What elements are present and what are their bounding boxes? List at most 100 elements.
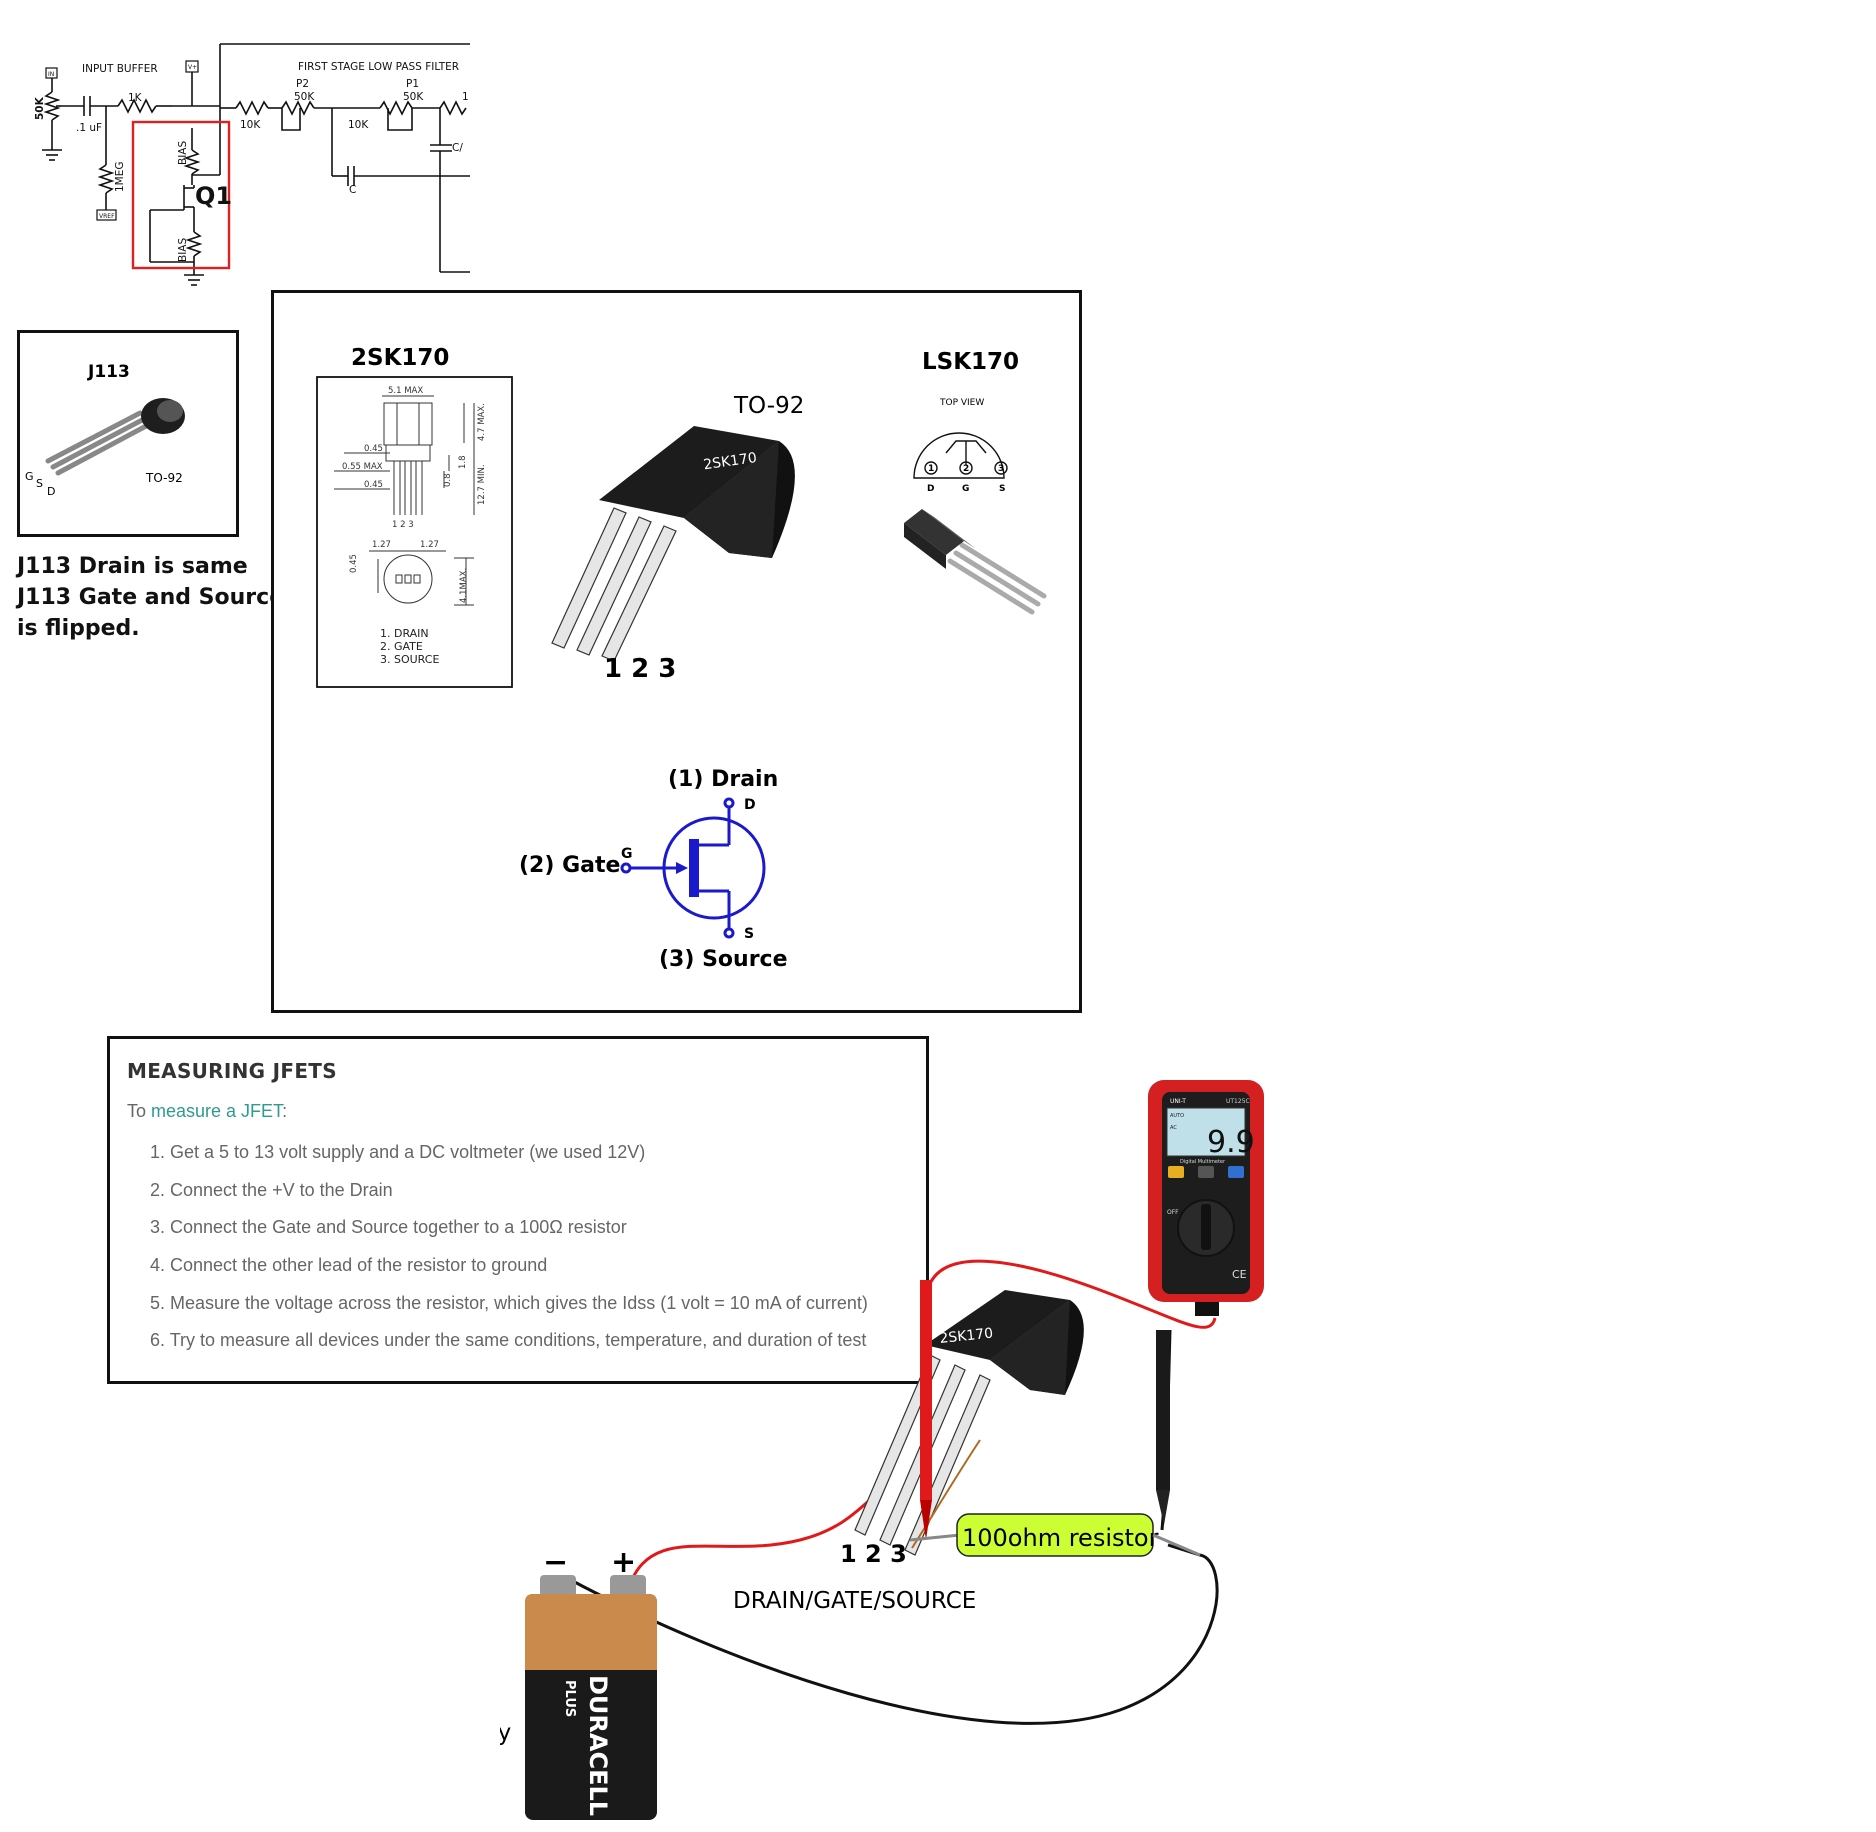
- measuring-step: 4. Connect the other lead of the resisto…: [150, 1255, 548, 1276]
- battery-icon: [525, 1575, 657, 1820]
- dim-47: 4.7 MAX.: [477, 403, 487, 441]
- schematic: IN V+ VREF INPUT BUFFER FIRST STAGE LOW …: [34, 43, 470, 286]
- setup-jfet-icon: [854, 1290, 1084, 1556]
- vplus-tag: V+: [188, 64, 197, 71]
- meter-auto: AUTO: [1170, 1113, 1184, 1119]
- meter-brand: UNI-T: [1170, 1098, 1186, 1105]
- j113-title: J113: [87, 362, 130, 382]
- r-1k-label: 1K: [128, 92, 143, 104]
- dim-045b: 0.45: [364, 480, 383, 490]
- input-buffer-label: INPUT BUFFER: [82, 63, 158, 75]
- dim-045c: 0.45: [349, 554, 359, 573]
- dim-pins: 1 2 3: [392, 520, 414, 530]
- bias-top-label: BIAS: [177, 141, 189, 165]
- j113-pin-d: D: [47, 485, 55, 498]
- meter-reading: 9.9: [1207, 1125, 1255, 1160]
- resistor-label: 100ohm resistor: [962, 1524, 1159, 1552]
- j113-note: J113 Drain is same J113 Gate and Source …: [17, 551, 297, 644]
- symbol-s: S: [744, 926, 754, 942]
- j113-package: TO-92: [145, 471, 183, 485]
- first-stage-label: FIRST STAGE LOW PASS FILTER: [298, 61, 459, 73]
- sk170-pin-list-item: 1. DRAIN: [380, 627, 429, 640]
- pinout-drawing: 2SK170 5.1 MAX 4.7 MAX.: [316, 345, 1047, 972]
- r-1meg-label: 1MEG: [114, 161, 126, 192]
- dim-045a: 0.45: [364, 444, 383, 454]
- p1-value: 50K: [403, 91, 424, 103]
- dim-51: 5.1 MAX: [388, 386, 423, 396]
- sk170-pin-list-item: 3. SOURCE: [380, 653, 439, 666]
- cap-01uf-label: .1 uF: [76, 122, 102, 134]
- battery-minus: −: [543, 1545, 568, 1580]
- measuring-step: 6. Try to measure all devices under the …: [150, 1330, 867, 1351]
- measuring-step: 3. Connect the Gate and Source together …: [150, 1217, 627, 1238]
- dim-18: 1.8: [458, 455, 468, 469]
- meter-sub: Digital Multimeter: [1180, 1159, 1226, 1165]
- setup-pins: 1 2 3: [840, 1540, 907, 1568]
- j113-note-line: J113 Drain is same: [17, 554, 248, 579]
- meter-off: OFF: [1167, 1209, 1179, 1216]
- measuring-steps: 1. Get a 5 to 13 volt supply and a DC vo…: [127, 1134, 926, 1360]
- vref-tag: VREF: [99, 213, 115, 220]
- symbol-g: G: [621, 846, 633, 862]
- measuring-step: 1. Get a 5 to 13 volt supply and a DC vo…: [150, 1142, 646, 1162]
- cut-1-label: 1: [462, 91, 469, 103]
- symbol-gate-label: (2) Gate: [519, 853, 620, 878]
- dim-08: 0.8: [443, 473, 453, 487]
- lsk170-pin-name: D: [927, 484, 934, 494]
- lsk170-pin-num: 1: [928, 464, 934, 474]
- sk170-title: 2SK170: [351, 345, 449, 371]
- dim-127b: 1.27: [420, 540, 439, 550]
- cap-c-label: C: [349, 184, 356, 196]
- lsk170-pin-name: S: [999, 484, 1005, 494]
- lsk170-pin-num: 3: [998, 464, 1004, 474]
- j113-drawing: J113 G S D TO-92: [25, 362, 185, 498]
- to92-pins: 1 2 3: [604, 654, 676, 684]
- symbol-d: D: [744, 797, 756, 813]
- dim-41: 4.1MAX.: [459, 568, 469, 603]
- bias-bottom-label: BIAS: [177, 238, 189, 262]
- to92-body-label: 2SK170: [702, 450, 757, 473]
- jfet-symbol-icon: [620, 797, 766, 939]
- lsk170-pin-name: G: [962, 484, 969, 494]
- p2-label: P2: [296, 78, 309, 90]
- j113-note-line: J113 Gate and Source: [17, 585, 285, 610]
- in-tag: IN: [48, 71, 54, 78]
- sk170-pin-list-item: 2. GATE: [380, 640, 423, 653]
- measuring-step: 2. Connect the +V to the Drain: [150, 1179, 393, 1200]
- intro-prefix: To: [127, 1101, 152, 1121]
- pot-50k-label: 50K: [34, 96, 46, 120]
- j113-panel: J113 G S D TO-92: [17, 330, 239, 537]
- q1-highlight-box: [131, 120, 231, 270]
- meter-ac: AC: [1170, 1125, 1177, 1131]
- j113-pin-g: G: [25, 470, 34, 483]
- measure-jfet-link[interactable]: measure a JFET: [151, 1101, 283, 1121]
- red-probe-icon: [920, 1280, 932, 1500]
- battery-brand: DURACELL: [584, 1675, 612, 1816]
- lsk170-title: LSK170: [922, 349, 1019, 375]
- to92-package-icon: [551, 426, 795, 662]
- symbol-source-label: (3) Source: [659, 947, 788, 972]
- battery-plus: +: [611, 1545, 636, 1580]
- sk170-datasheet: [316, 376, 513, 688]
- lsk170-pin-num: 2: [963, 464, 969, 474]
- cap-ca-label: C/: [452, 142, 463, 154]
- intro-suffix: :: [282, 1101, 288, 1121]
- symbol-drain-label: (1) Drain: [668, 767, 778, 792]
- multimeter-icon: [1148, 1080, 1264, 1316]
- r-10k-a-label: 10K: [240, 119, 261, 131]
- measuring-panel: MEASURING JFETS To measure a JFET: 1. Ge…: [107, 1036, 929, 1384]
- dim-127min: 12.7 MIN.: [477, 464, 487, 505]
- battery-sub: PLUS: [562, 1680, 577, 1717]
- pinout-panel: 2SK170 5.1 MAX 4.7 MAX.: [271, 290, 1082, 1013]
- dim-127a: 1.27: [372, 540, 391, 550]
- to92-title: TO-92: [733, 393, 804, 419]
- lsk170-top-view-icon: [913, 432, 1008, 479]
- meter-model: UT125C: [1226, 1098, 1250, 1105]
- dim-055: 0.55 MAX: [342, 462, 383, 472]
- setup-jfet-label: 2SK170: [939, 1325, 994, 1347]
- p2-value: 50K: [294, 91, 315, 103]
- r-10k-b-label: 10K: [348, 119, 369, 131]
- battery-caption: 9 volt battery: [500, 1720, 511, 1746]
- black-probe-icon: [1156, 1330, 1170, 1490]
- lsk170-photo-icon: [904, 509, 1047, 615]
